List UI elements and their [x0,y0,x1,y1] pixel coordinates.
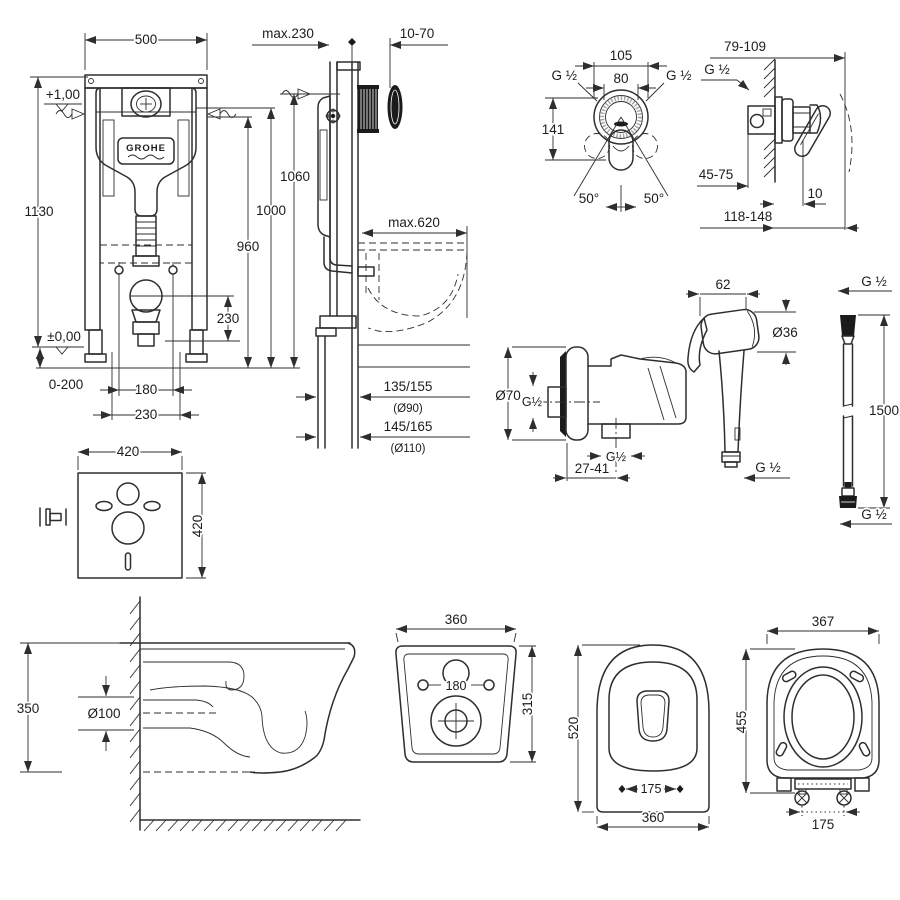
grohe-logo: GROHE [117,137,175,165]
seat-hinge [794,778,852,806]
mixer-g-right-label: G ½ [666,68,692,83]
frame-width-label: 500 [135,32,158,47]
mixer-side-view: 79-109 G ½ 45-75 10 118-148 [697,37,859,232]
level-symbol-top [44,103,82,112]
frame-side-view: max.230 10-70 max.620 135/155 (Ø90) 145/… [252,24,470,457]
level-floor-label: ±0,00 [47,329,81,344]
mixer-side-lever [793,104,831,158]
shower-head-label: 62 [715,277,730,292]
fixing-bolt-icon [39,507,67,527]
wall-hatch-left [129,600,141,823]
mixer-depth-label: 45-75 [699,167,734,182]
hand-shower: 62 Ø36 G ½ [686,275,800,482]
shower-head [700,308,760,355]
flush-button [130,90,162,118]
outlet-drop-label: 230 [217,311,240,326]
wc-back-height-label: 315 [520,693,535,716]
wc-drain-dia-label: Ø100 [87,706,120,721]
h960-label: 960 [237,239,260,254]
wc-top-holes-label: 175 [641,782,662,796]
flush-actuator-housing [357,85,379,133]
tile-range-label: 10-70 [400,26,435,41]
seat-width-label: 367 [812,614,835,629]
mixer-reach-label: 79-109 [724,39,766,54]
wc-back-view: 180 360 315 [395,610,537,763]
pad-width-label: 420 [117,444,140,459]
seat-holes-label: 175 [812,817,835,832]
mixer-plate-label: 10 [807,186,822,201]
wc-bowl-dashed-outline [358,242,468,333]
drain1-label: 135/155 [384,379,433,394]
mixer-front-view: 105 80 G ½ G ½ 141 50° 50° [540,46,693,212]
reference-point-marker [348,38,356,46]
wc-holes-label: 180 [446,679,467,693]
shower-dia-label: Ø36 [772,325,798,340]
drain2-label: 145/165 [384,419,433,434]
hose-g-top-label: G ½ [861,274,887,289]
shower-hose: G ½ 1500 G ½ [838,272,900,528]
floor-hatch [143,819,347,832]
wc-top-depth-label: 520 [566,717,581,740]
mixer-g-left-label: G ½ [551,68,577,83]
mixer-angle-left-label: 50° [579,191,599,206]
brand-label: GROHE [126,143,166,154]
wc-top-width-label: 360 [642,810,665,825]
mixer-w105-label: 105 [610,48,633,63]
knurled-ring [599,95,643,139]
bowl-depth-label: max.620 [388,215,440,230]
wc-top-view: 520 175 360 [564,644,710,831]
bolt-spacing-label: 180 [135,382,158,397]
frame-depth-label: max.230 [262,26,314,41]
drain2-dia-label: (Ø110) [391,443,426,455]
wall-elbow-holder: Ø70 G½ G½ 27-41 [493,346,687,482]
drain-offset-label: 230 [135,407,158,422]
wc-height-label: 350 [17,701,40,716]
flush-plate-side [387,85,403,129]
adjust-range-label: 0-200 [49,377,84,392]
break-symbol-left [55,108,86,120]
pad-height-label: 420 [190,515,205,538]
mixer-h141-label: 141 [542,122,565,137]
frame-front-view: GROHE +1,00 ±0,00 0-200 180 230 230 960 [23,30,340,424]
hose-g-bottom-label: G ½ [861,507,887,522]
shower-trigger [687,317,708,373]
mixer-angle-right-label: 50° [644,191,664,206]
drain1-dia-label: (Ø90) [393,403,423,415]
break-symbol-right [206,108,237,120]
shower-g-label: G ½ [755,460,781,475]
frame-height-label: 1130 [24,204,53,219]
wc-side-section: 350 Ø100 [15,596,361,832]
wc-width-label: 360 [445,612,468,627]
fastener-icon [325,108,341,124]
hose-length-label: 1500 [869,403,899,418]
elbow-proj-label: 27-41 [575,461,610,476]
seat-lid: 367 455 175 [732,612,880,834]
seat-bumpers [775,670,871,757]
elbow-g-side-label: G½ [522,395,543,409]
mixer-side-g-label: G ½ [704,62,730,77]
sound-insulation-pad: 420 420 [39,442,207,579]
elbow-g-bottom-label: G½ [606,450,627,464]
seat-depth-label: 455 [734,711,749,734]
break-symbol-side [281,88,312,100]
level-top-label: +1,00 [46,87,80,102]
mixer-w80-label: 80 [613,71,628,86]
mixer-total-label: 118-148 [724,209,773,224]
h1000-label: 1000 [256,203,286,218]
level-symbol-floor [32,346,84,355]
elbow-dia-label: Ø70 [495,388,521,403]
wall-hatch [763,58,776,178]
h1060-label: 1060 [280,169,310,184]
